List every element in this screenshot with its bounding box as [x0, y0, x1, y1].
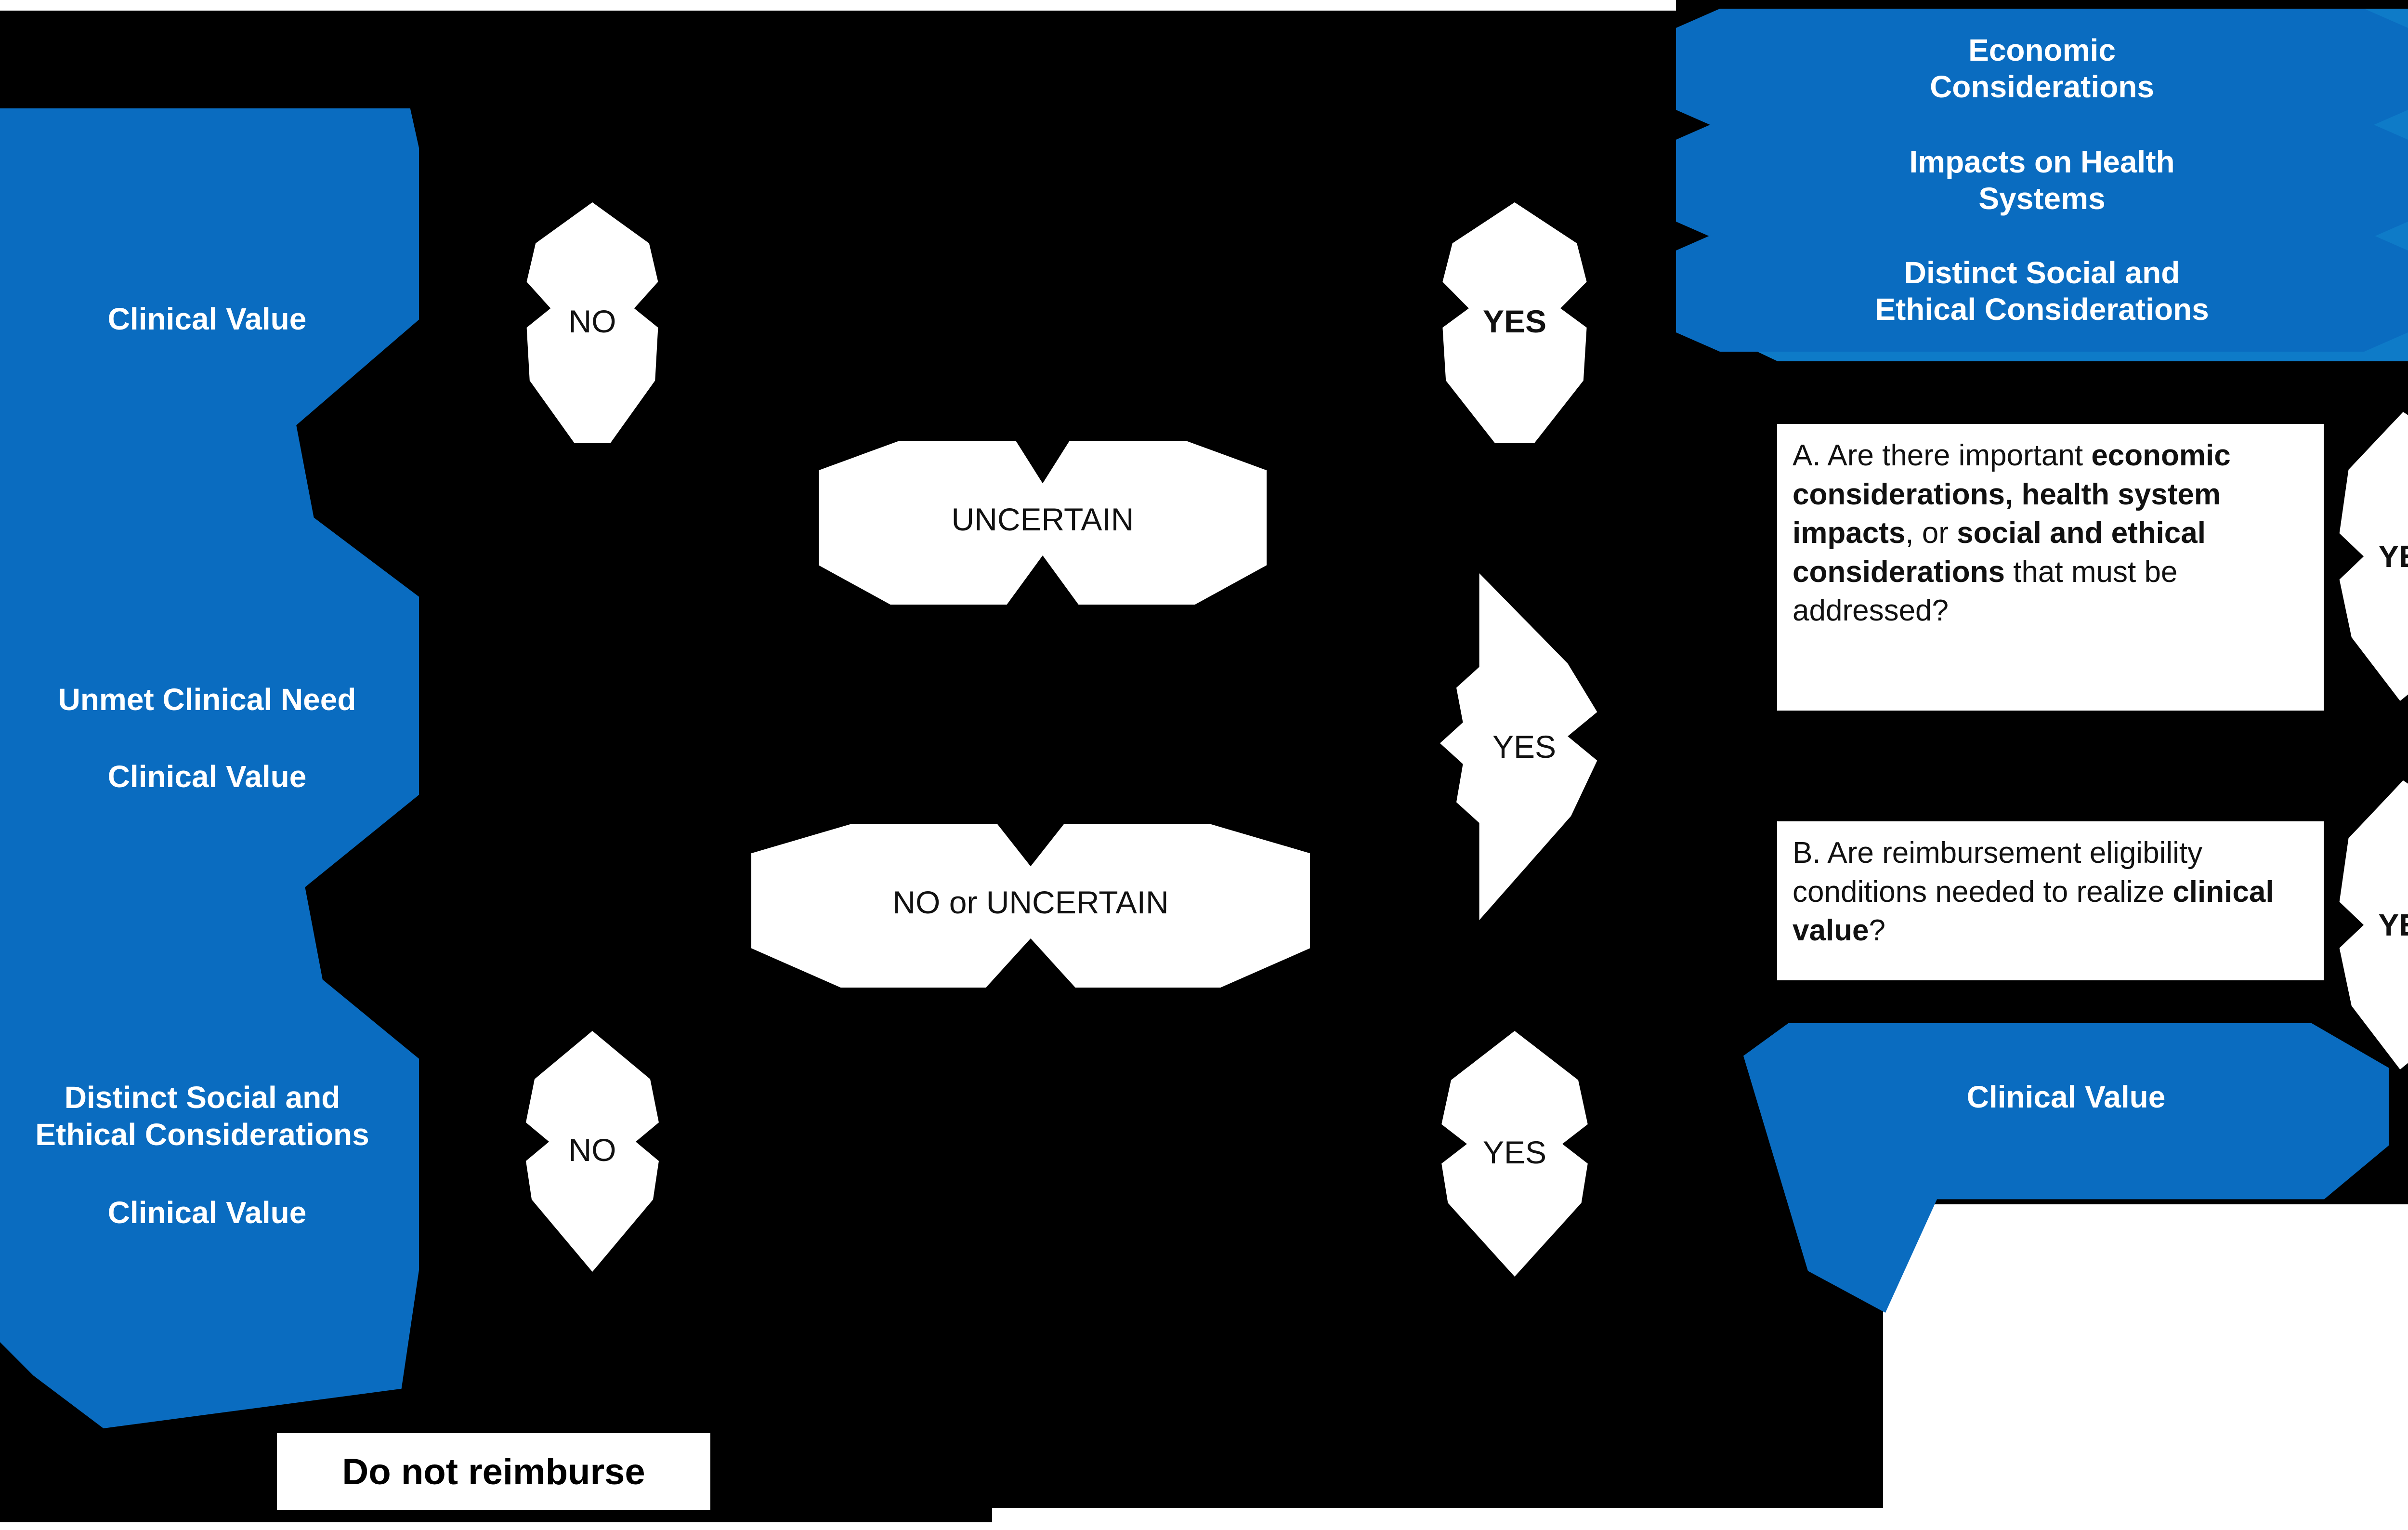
- question-a-mid-1: [2013, 478, 2021, 511]
- consideration-economic[interactable]: Economic Considerations: [1676, 9, 2408, 129]
- arrow-yes-top[interactable]: YES: [1442, 202, 1587, 443]
- page-bleed-bottom-left: [0, 1522, 992, 1530]
- consideration-health-systems[interactable]: Impacts on Health Systems: [1676, 120, 2408, 241]
- answer-yes-question-b[interactable]: YES: [2339, 780, 2408, 1069]
- question-b-bold-clinical-value: clinical value: [1793, 875, 2274, 948]
- arrow-no-top[interactable]: NO: [526, 202, 658, 443]
- bowtie-no-or-uncertain-label: NO or UNCERTAIN: [892, 884, 1169, 920]
- answer-yes-question-a-label: YES: [2378, 539, 2408, 574]
- consideration-social-ethical[interactable]: Distinct Social and Ethical Consideratio…: [1676, 231, 2408, 352]
- arrow-yes-bottom-label: YES: [1482, 1134, 1547, 1170]
- arrow-no-bottom[interactable]: NO: [526, 1031, 659, 1272]
- outcome-do-not-reimburse-label: Do not reimburse: [342, 1451, 645, 1492]
- question-a-bold-economic: economic considerations,: [1793, 439, 2231, 511]
- question-b-prefix: B. Are reimbursement eligibility conditi…: [1793, 836, 2203, 909]
- arrow-yes-top-label: YES: [1482, 303, 1547, 339]
- arrow-no-top-label: NO: [568, 303, 616, 339]
- consideration-health-systems-label: Impacts on Health Systems: [1909, 145, 2175, 216]
- arrow-yes-middle-label: YES: [1492, 729, 1557, 765]
- page-bleed-top: [0, 0, 1676, 11]
- bowtie-uncertain-label: UNCERTAIN: [951, 501, 1134, 537]
- page-bleed-bottom-right: [1883, 1204, 2408, 1530]
- question-a-bold-health: health system impacts: [1793, 477, 2221, 550]
- arrow-yes-bottom[interactable]: YES: [1441, 1031, 1588, 1277]
- criteria-band[interactable]: [0, 108, 419, 1428]
- page-bleed-bottom-center: [992, 1508, 1888, 1530]
- question-b[interactable]: B. Are reimbursement eligibility conditi…: [1777, 821, 2324, 980]
- answer-yes-question-a[interactable]: YES: [2339, 412, 2408, 701]
- bowtie-uncertain[interactable]: UNCERTAIN: [819, 441, 1267, 605]
- question-a-mid-2: , or: [1905, 516, 1957, 550]
- question-a-prefix: A. Are there important: [1793, 439, 2092, 472]
- question-a[interactable]: A. Are there important economic consider…: [1777, 424, 2324, 711]
- question-b-suffix: ?: [1869, 914, 1886, 948]
- bowtie-no-or-uncertain[interactable]: NO or UNCERTAIN: [751, 824, 1310, 988]
- consideration-social-ethical-label: Distinct Social and Ethical Consideratio…: [1875, 255, 2209, 327]
- outcome-do-not-reimburse[interactable]: Do not reimburse: [277, 1433, 710, 1510]
- arrow-yes-middle[interactable]: YES: [1440, 573, 1597, 920]
- question-a-bold-social: social and ethical considerations: [1793, 516, 2206, 589]
- consideration-economic-label: Economic Considerations: [1930, 33, 2154, 104]
- answer-yes-question-b-label: YES: [2378, 908, 2408, 942]
- question-a-suffix: that must be addressed?: [1793, 555, 2178, 628]
- arrow-no-bottom-label: NO: [568, 1132, 616, 1168]
